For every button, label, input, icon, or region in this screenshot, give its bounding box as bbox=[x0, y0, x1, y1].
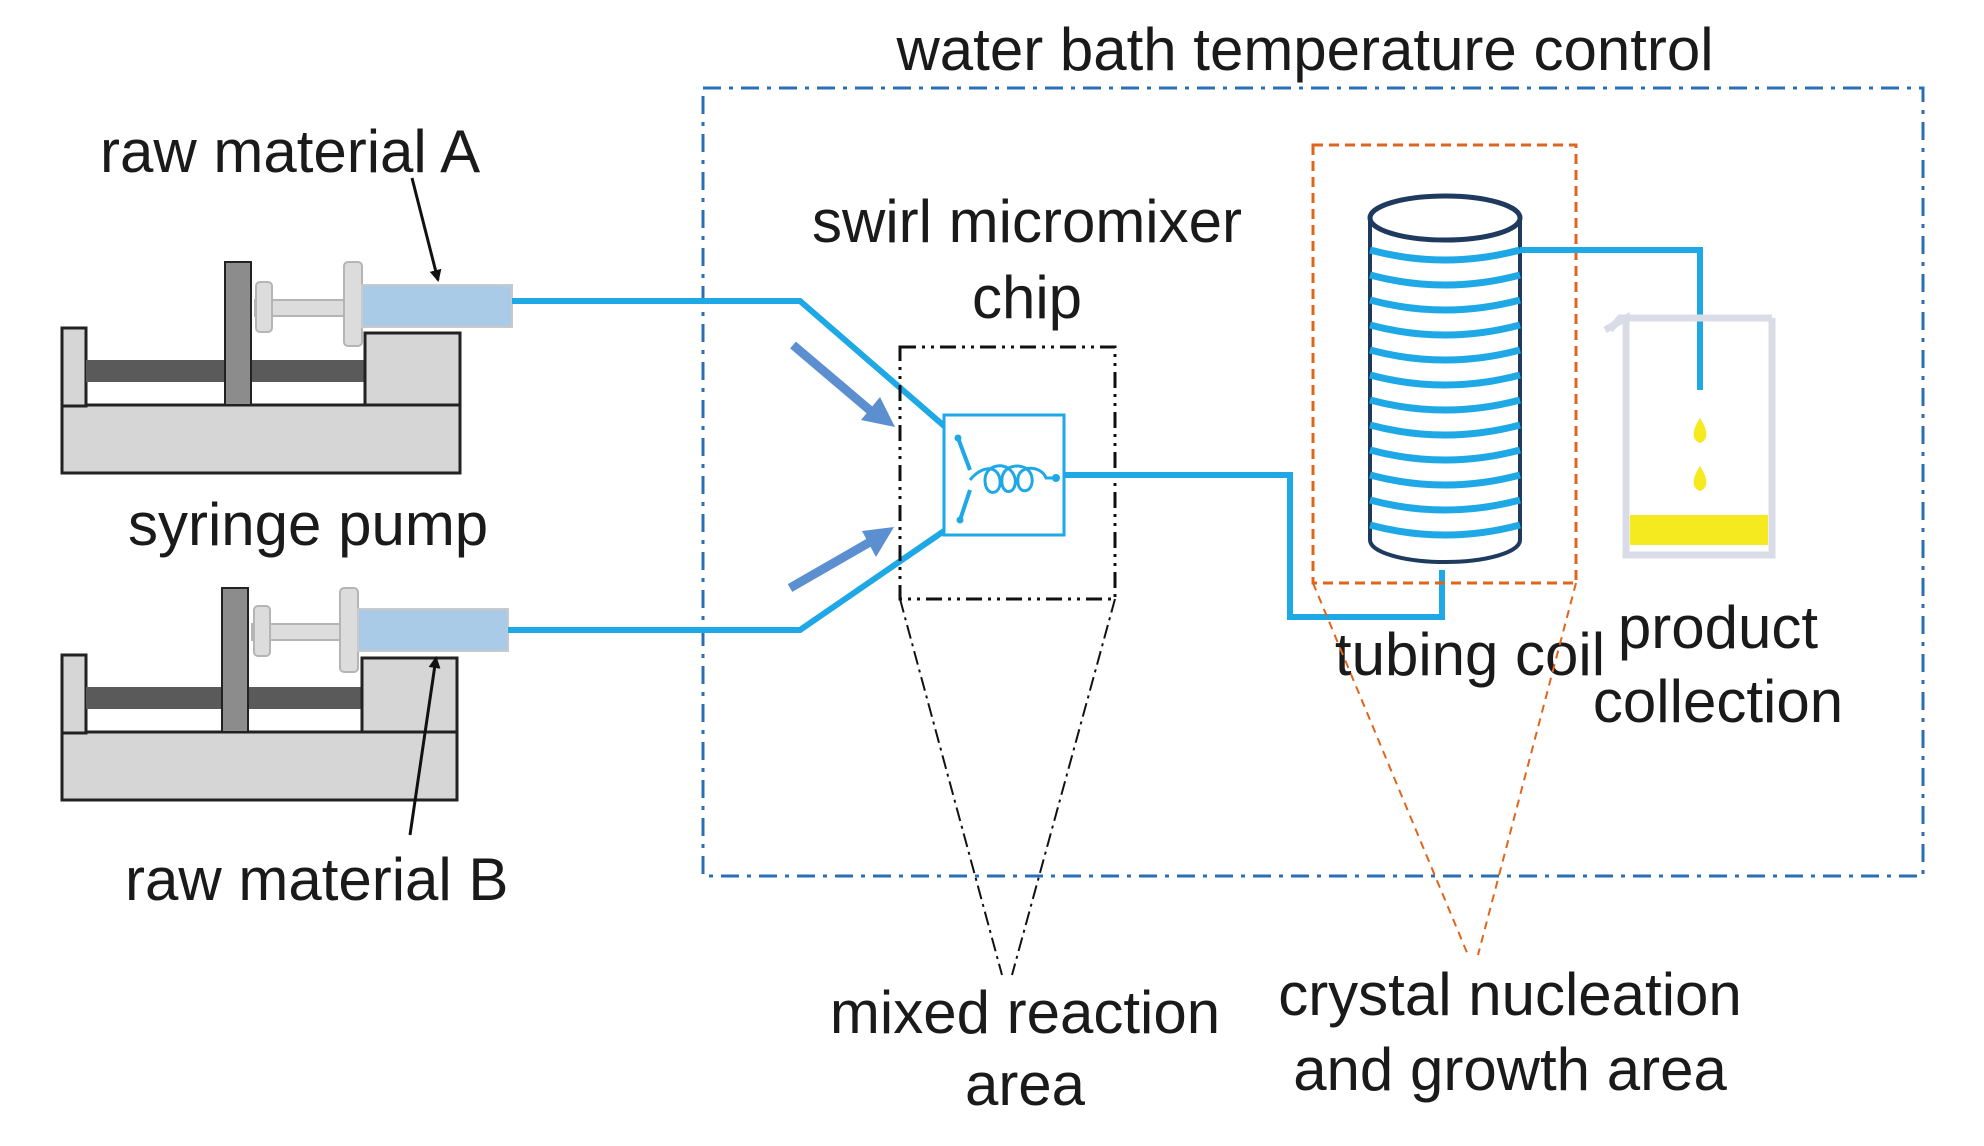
droplet-2 bbox=[1693, 466, 1707, 491]
water-bath-label: water bath temperature control bbox=[895, 16, 1713, 83]
syringe-a-fluid bbox=[361, 284, 513, 328]
tube-from-a bbox=[512, 298, 960, 441]
droplet-1 bbox=[1693, 418, 1707, 443]
mixed-area-label-line1: mixed reaction bbox=[830, 979, 1220, 1046]
raw-material-a-label: raw material A bbox=[100, 118, 480, 185]
mixed-reaction-area-box bbox=[898, 345, 1117, 601]
micromixer-label-line1: swirl micromixer bbox=[812, 188, 1242, 255]
micromixer-label-line2: chip bbox=[972, 264, 1082, 331]
tube-from-b bbox=[508, 517, 962, 633]
flow-arrow-lower bbox=[787, 527, 894, 592]
product-label-line2: collection bbox=[1593, 668, 1843, 735]
mixed-area-callout-lines bbox=[899, 598, 1116, 976]
crystal-area-label-line2: and growth area bbox=[1293, 1036, 1727, 1103]
swirl-channel bbox=[968, 464, 1055, 494]
crystal-area-label-line1: crystal nucleation bbox=[1278, 961, 1742, 1028]
raw-material-a-arrow bbox=[410, 177, 442, 282]
raw-material-b-label: raw material B bbox=[125, 846, 508, 913]
syringe-b-fluid bbox=[357, 608, 509, 652]
flow-arrow-upper bbox=[790, 341, 895, 427]
raw-material-b-arrow bbox=[408, 656, 441, 836]
micromixer-chip bbox=[942, 413, 1066, 537]
tube-chip-to-coil bbox=[1064, 472, 1445, 620]
tubing-coil-label: tubing coil bbox=[1335, 621, 1605, 688]
product-beaker bbox=[1603, 311, 1776, 559]
crystal-growth-area-box bbox=[1311, 143, 1578, 585]
syringe-pump-b bbox=[60, 587, 509, 802]
syringe-pump-label: syringe pump bbox=[128, 491, 488, 558]
syringe-pump-a bbox=[60, 261, 513, 475]
product-label-line1: product bbox=[1618, 594, 1818, 661]
tube-coil-to-product bbox=[1520, 247, 1703, 390]
mixed-area-label-line2: area bbox=[965, 1051, 1086, 1118]
crystal-area-callout-lines bbox=[1312, 582, 1577, 956]
tubing-coil bbox=[1367, 193, 1523, 564]
product-liquid bbox=[1630, 515, 1768, 545]
water-bath-boundary bbox=[701, 86, 1925, 878]
